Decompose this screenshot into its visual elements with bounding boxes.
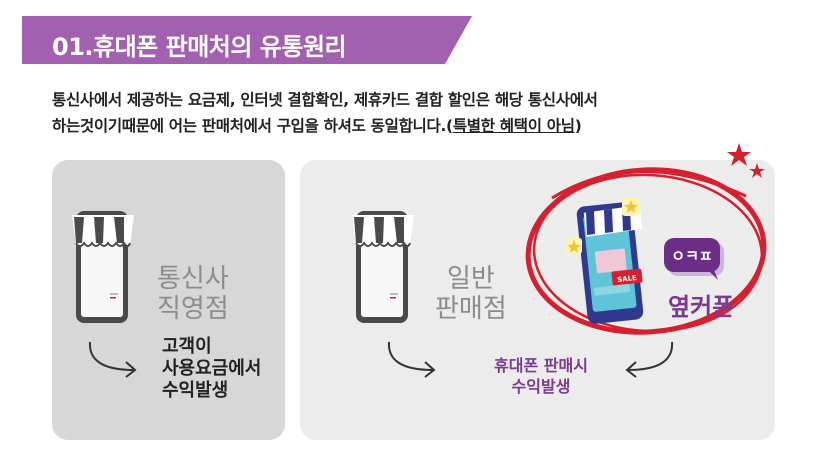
svg-text:ㅇㅋㅍ: ㅇㅋㅍ: [671, 247, 712, 265]
description-highlight: 특별한 혜택이 아님: [452, 117, 575, 135]
page-title: 01.휴대폰 판매처의 유통원리: [52, 33, 347, 61]
svg-text:SALE: SALE: [617, 274, 638, 284]
star-icon: [727, 143, 765, 178]
highlight-circle: [525, 167, 767, 335]
store-phone-icon: [72, 211, 134, 323]
curved-arrow-icon: [625, 341, 674, 378]
brand-label: 옆커폰: [668, 293, 735, 321]
store-phone-icon: [352, 211, 414, 323]
description-line-1: 통신사에서 제공하는 요금제, 인터넷 결합확인, 제휴카드 결합 할인은 해당…: [52, 91, 598, 109]
description-line-2: 하는것이기때문에 어는 판매처에서 구입을 하셔도 동일합니다.(특별한 혜택이…: [52, 117, 582, 135]
curved-arrow-icon: [387, 341, 436, 378]
title-banner: [22, 16, 472, 64]
sale-phone-icon: SALE: [566, 198, 644, 324]
curved-arrow-icon: [88, 341, 137, 378]
speech-bubble-icon: ㅇㅋㅍ: [664, 238, 724, 280]
